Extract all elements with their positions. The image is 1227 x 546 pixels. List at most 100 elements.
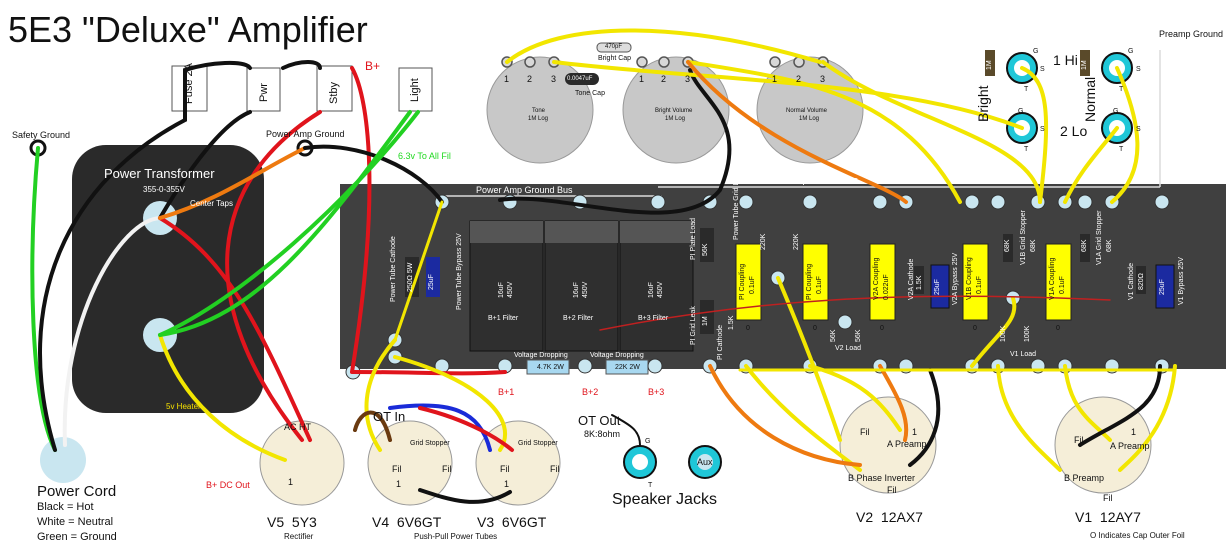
pi-plate-value: 56K (702, 243, 709, 256)
v1a-gs-b: 68K (1106, 239, 1113, 252)
b-plus-label: B+ (365, 59, 381, 73)
pwr-switch-box (246, 67, 281, 112)
input-res-1: 1M (986, 60, 993, 70)
v2-fil-1: Fil (860, 427, 870, 437)
bright-cap (596, 42, 632, 53)
nv-lug-2: 2 (796, 74, 802, 84)
lo-label: 2 Lo (1060, 123, 1088, 139)
v1b-gs-b: 68K (1030, 239, 1037, 252)
pt-cathode-res-value: 250Ω 5W (407, 262, 414, 292)
v1b-grid-stopper-label: V1B Grid Stopper (1020, 210, 1027, 265)
dropping-resistor-1 (526, 359, 570, 375)
cap-zero-1: 0 (746, 325, 750, 332)
power-amp-ground-label: Power Amp Ground (266, 129, 345, 139)
speaker-jacks-label: Speaker Jacks (612, 491, 717, 508)
filter-1-value: 16uF (498, 282, 505, 298)
filter-3-label: B+3 Filter (638, 315, 669, 322)
legend-black: Black = Hot (37, 501, 94, 513)
v2a-coupling-value: 0.022uF (883, 274, 890, 300)
v1-cathode-value: 820Ω (1138, 273, 1145, 290)
v5-pin-1: 1 (288, 477, 294, 487)
v2a-coupling-label: V2A Coupling (873, 257, 880, 300)
v1-cathode-label: V1 Cathode (1128, 263, 1135, 300)
tube-v3-name: V3 6V6GT (477, 514, 547, 530)
jack-t-3: T (1119, 86, 1124, 93)
filter-2-value: 16uF (573, 282, 580, 298)
bright-volume-name: Bright Volume (655, 108, 693, 114)
v1b-coupling-value: 0.1uF (976, 276, 983, 294)
pt-title: Power Transformer (104, 166, 215, 181)
ot-out-spec: 8K:8ohm (584, 429, 621, 439)
jack-t-1: T (1024, 86, 1029, 93)
jack-g-4: G (1113, 108, 1119, 115)
pi-cathode-value: 1.5K (728, 315, 735, 330)
v2a-cathode-label: V2A Cathode (908, 258, 915, 300)
b2-label: B+2 (582, 387, 599, 397)
stby-switch-box (316, 65, 353, 112)
v1a-coupling-cap (1045, 243, 1072, 321)
v1-bypass-value: 25uF (1159, 279, 1166, 295)
pi-grid-value: 1M (702, 316, 709, 326)
jack-g-3: G (1128, 48, 1134, 55)
pot-bright-volume (622, 56, 730, 164)
center-taps-label: Center Taps (190, 199, 233, 208)
tube-v1-name: V1 12AY7 (1075, 509, 1141, 525)
v1b-gs-a: 68K (1004, 239, 1011, 252)
light-label: Light (409, 78, 421, 102)
v3-pin-1: 1 (504, 479, 510, 489)
filament-label: 6.3v To All Fil (398, 151, 451, 161)
cap-zero-3: 0 (880, 325, 884, 332)
pt-spec: 355-0-355V (143, 185, 185, 194)
jack-t-4: T (1119, 146, 1124, 153)
jack-g-2: G (1018, 108, 1024, 115)
push-pull-label: Push-Pull Power Tubes (414, 532, 498, 541)
jack-s-2: S (1040, 126, 1045, 133)
normal-volume-name: Normal Volume (786, 108, 828, 114)
nv-lug-1: 1 (772, 74, 778, 84)
v2-b-phase-inverter: B Phase Inverter (848, 473, 916, 483)
v1-fil-2: Fil (1103, 493, 1113, 503)
ot-out-label: OT Out (578, 413, 621, 428)
v2-load-b: 56K (855, 329, 862, 342)
v2-pin-1: 1 (912, 427, 918, 437)
cap-zero-2: 0 (813, 325, 817, 332)
filter-3-volt: 450V (657, 281, 664, 298)
bv-lug-3: 3 (685, 74, 691, 84)
v2a-bypass-value: 25uF (934, 279, 941, 295)
legend-green: Green = Ground (37, 531, 117, 543)
light-box (398, 67, 433, 112)
heater-label: 5v Heater (166, 402, 201, 411)
v1-fil-1: Fil (1074, 435, 1084, 445)
power-amp-ground-bus-label: Power Amp Ground Bus (476, 185, 573, 195)
bv-lug-1: 1 (639, 74, 645, 84)
power-tube-cathode-label: Power Tube Cathode (390, 236, 397, 302)
safety-ground-label: Safety Ground (12, 130, 71, 140)
legend-power-cord: Power Cord (37, 483, 117, 500)
pot-lug-3: 3 (551, 74, 557, 84)
tube-v4-name: V4 6V6GT (372, 514, 442, 530)
pi-plate-load-label: PI Plate Load (690, 217, 697, 260)
v4-pin-1: 1 (396, 479, 402, 489)
pt-cathode-resistor (405, 257, 419, 297)
bright-label: Bright (975, 85, 991, 122)
v1b-coupling-cap (962, 243, 989, 321)
jack-s-1: S (1040, 66, 1045, 73)
jack-s-3: S (1136, 66, 1141, 73)
v2-a-preamp: A Preamp (887, 439, 927, 449)
ac-ht-label: AC HT (284, 422, 311, 432)
tone-cap (565, 73, 599, 85)
filter-2-label: B+2 Filter (563, 315, 594, 322)
v2-fil-2: Fil (887, 485, 897, 495)
v2-load-label: V2 Load (835, 345, 862, 352)
dropping-2-value: 22K 2W (615, 364, 640, 371)
dropping-1-value: 4.7K 2W (537, 364, 564, 371)
preamp-ground-label: Preamp Ground (1159, 29, 1224, 39)
aux-label: Aux (697, 457, 713, 467)
tone-pot-name: Tone (532, 108, 546, 114)
tone-cap-label: Tone Cap (575, 90, 605, 97)
bv-lug-2: 2 (661, 74, 667, 84)
v1-bypass-label: V1 Bypass 25V (1178, 257, 1185, 305)
wires (30, 28, 1177, 504)
